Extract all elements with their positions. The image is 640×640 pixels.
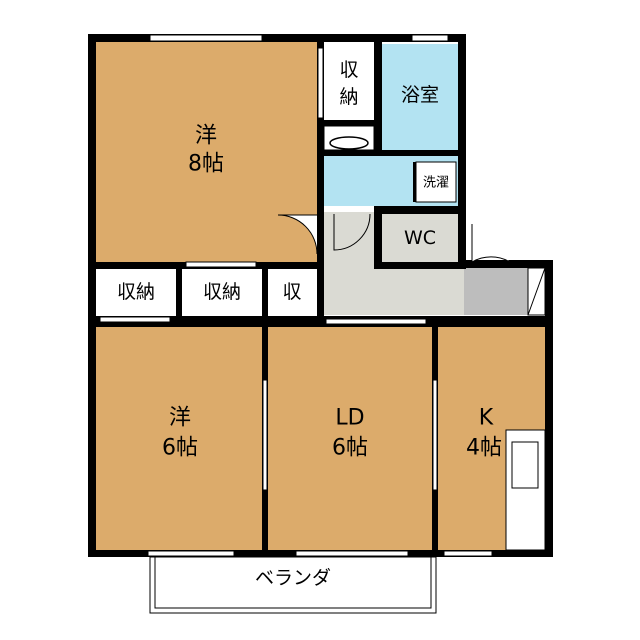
wall-wash-bottom — [374, 206, 466, 214]
wall-closet-bottom — [317, 120, 377, 126]
ld-label-1: LD — [335, 406, 364, 431]
washer-space — [415, 161, 457, 203]
closet-top-floor — [324, 42, 374, 120]
bath-label: 浴室 — [401, 84, 439, 106]
wall-top — [88, 34, 466, 42]
sliding-door-w6-ld — [262, 379, 268, 491]
bath-floor — [382, 44, 458, 150]
closet-small-floor — [268, 269, 317, 316]
closet-1-label: 収納 — [117, 281, 155, 303]
wall-closet1-right — [176, 262, 182, 327]
kitchen-sink-icon — [511, 441, 539, 489]
entrance-floor — [464, 268, 528, 315]
sliding-door-closet-1 — [99, 316, 171, 323]
sliding-door-ld-hall — [325, 318, 427, 325]
wall-entrance-top — [458, 260, 553, 268]
shoe-cabinet-line — [527, 267, 546, 316]
balcony-outline — [149, 556, 437, 614]
wall-closet-right — [374, 34, 382, 154]
closet-top-label-2: 納 — [339, 86, 358, 108]
wall-wc-bottom — [374, 262, 466, 269]
western-8-label-2: 8帖 — [188, 152, 224, 177]
window-bottom-ld — [295, 550, 409, 557]
sliding-door-closet-2 — [185, 261, 257, 268]
western-6-label-2: 6帖 — [162, 436, 198, 461]
closet-top-label-1: 収 — [339, 59, 358, 81]
balcony-label: ベランダ — [255, 567, 331, 589]
window-bottom-w6 — [147, 550, 235, 557]
closet-1-floor — [96, 269, 176, 316]
washer-label: 洗濯 — [423, 176, 449, 191]
sliding-door-ld-k — [432, 379, 438, 491]
window-top-w8 — [149, 34, 263, 42]
wall-bath-bottom — [317, 150, 466, 156]
wall-closet-small-left — [262, 262, 268, 327]
ld-floor — [268, 327, 432, 550]
wall-w8-right — [317, 34, 324, 327]
wall-left — [88, 34, 96, 557]
western-6-label-1: 洋 — [169, 406, 191, 431]
wc-label: WC — [404, 227, 436, 249]
door-swing-entrance — [471, 224, 511, 263]
wall-wc-left — [374, 206, 382, 268]
western-6-floor — [96, 327, 262, 550]
western-8-floor — [96, 42, 317, 262]
window-bottom-k — [443, 550, 493, 557]
western-8-label-1: 洋 — [195, 124, 217, 149]
closet-small-label: 収 — [282, 281, 301, 303]
wall-right-lower — [545, 260, 553, 557]
sink-icon — [329, 136, 369, 150]
ld-label-2: 6帖 — [332, 436, 368, 461]
sliding-door-closet-top — [317, 47, 324, 119]
door-swing-hall — [333, 213, 371, 251]
window-top-bath — [411, 34, 449, 42]
closet-2-floor — [182, 269, 262, 316]
door-swing-w8 — [277, 214, 318, 255]
kitchen-label-2: 4帖 — [466, 436, 502, 461]
kitchen-label-1: K — [479, 406, 494, 431]
closet-2-label: 収納 — [203, 281, 241, 303]
wall-washer-left — [413, 162, 416, 202]
balcony-inner — [154, 556, 432, 609]
